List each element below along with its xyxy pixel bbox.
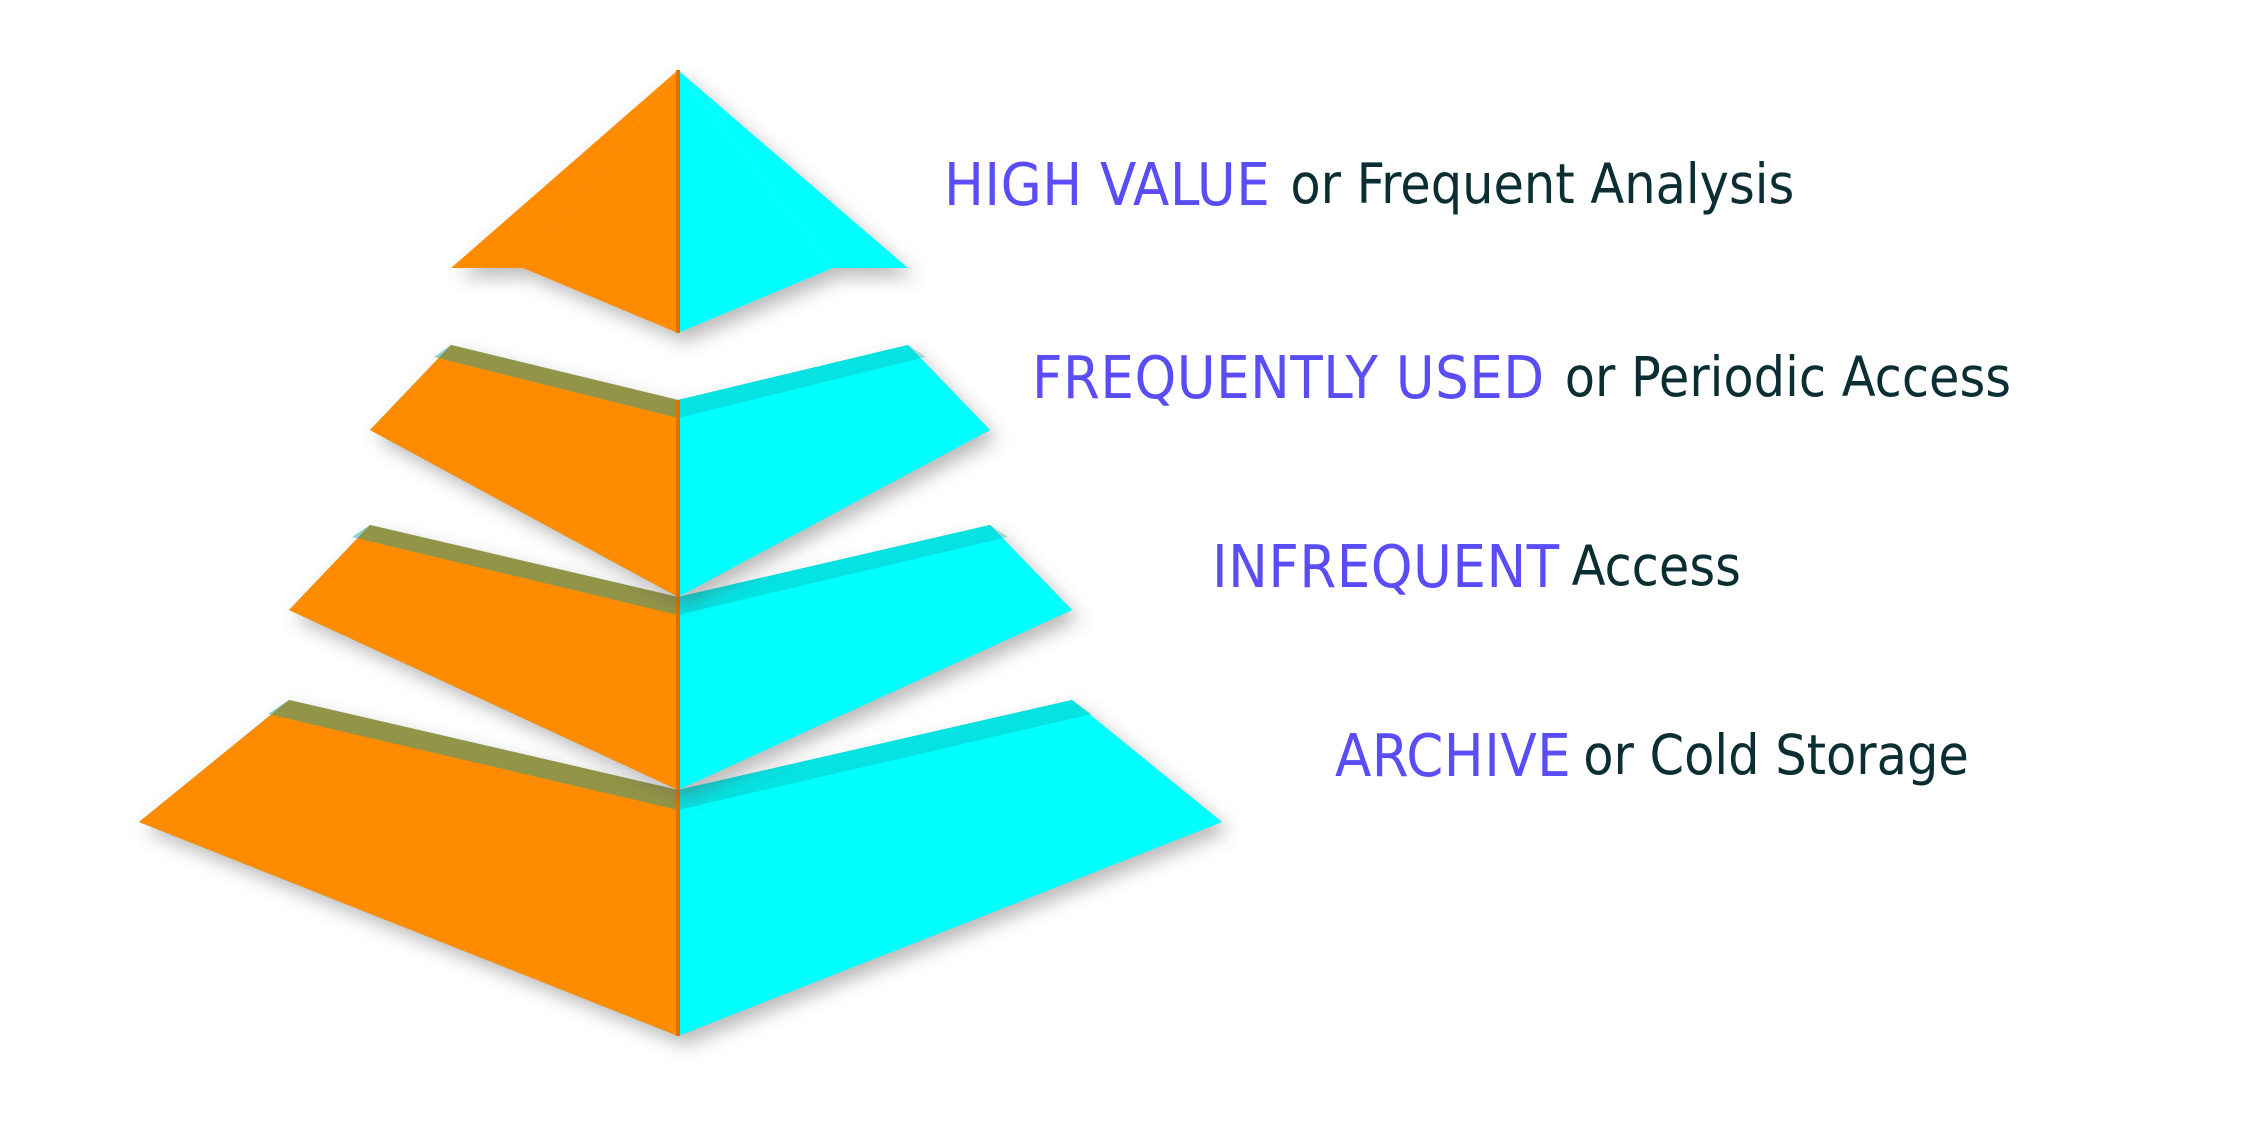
pyramid-tier-1-high-value[interactable] (451, 70, 908, 333)
tier-label-archive-rest: or Cold Storage (1583, 723, 1969, 787)
tier-label-infrequent[interactable]: INFREQUENT Access (1212, 537, 1741, 596)
tier-4-left-face-orange (139, 700, 678, 1036)
tier-2-lip-shade-right (678, 345, 926, 418)
tier-label-high-value-rest: or Frequent Analysis (1290, 152, 1795, 216)
tier-3-left-face-orange (289, 525, 678, 790)
tier-1-right-rear-face (678, 70, 908, 268)
tier-4-lip-shade-left (268, 700, 678, 810)
tier-3-lip-shade-right (678, 525, 1008, 615)
tier-2-lip-shade-left (434, 345, 678, 418)
tier-label-archive[interactable]: ARCHIVE or Cold Storage (1335, 726, 1969, 785)
tier-3-lip-shade-left (352, 525, 678, 615)
tier-2-left-face-orange (370, 345, 678, 597)
tier-4-right-face-cyan (678, 700, 1222, 1036)
tier-2-right-face-cyan (678, 345, 990, 597)
tier-label-frequently-used[interactable]: FREQUENTLY USED or Periodic Access (1032, 348, 2011, 407)
tier-label-high-value[interactable]: HIGH VALUE or Frequent Analysis (944, 155, 1794, 214)
tier-label-frequently-used-key: FREQUENTLY USED (1032, 343, 1545, 412)
tier-1-right-face-cyan (678, 70, 833, 333)
pyramid-tier-3-infrequent[interactable] (289, 525, 1072, 790)
tier-label-archive-key: ARCHIVE (1335, 721, 1572, 790)
tier-label-infrequent-key: INFREQUENT (1212, 532, 1560, 601)
tier-label-high-value-key: HIGH VALUE (944, 150, 1271, 219)
tier-label-infrequent-rest: Access (1571, 534, 1741, 598)
tier-1-left-rear-face (451, 70, 678, 268)
tier-label-frequently-used-rest: or Periodic Access (1564, 345, 2012, 409)
pyramid-tier-4-archive[interactable] (139, 700, 1222, 1036)
tier-3-right-face-cyan (678, 525, 1072, 790)
tier-4-lip-shade-right (678, 700, 1092, 810)
tier-1-left-face-orange (523, 70, 678, 333)
